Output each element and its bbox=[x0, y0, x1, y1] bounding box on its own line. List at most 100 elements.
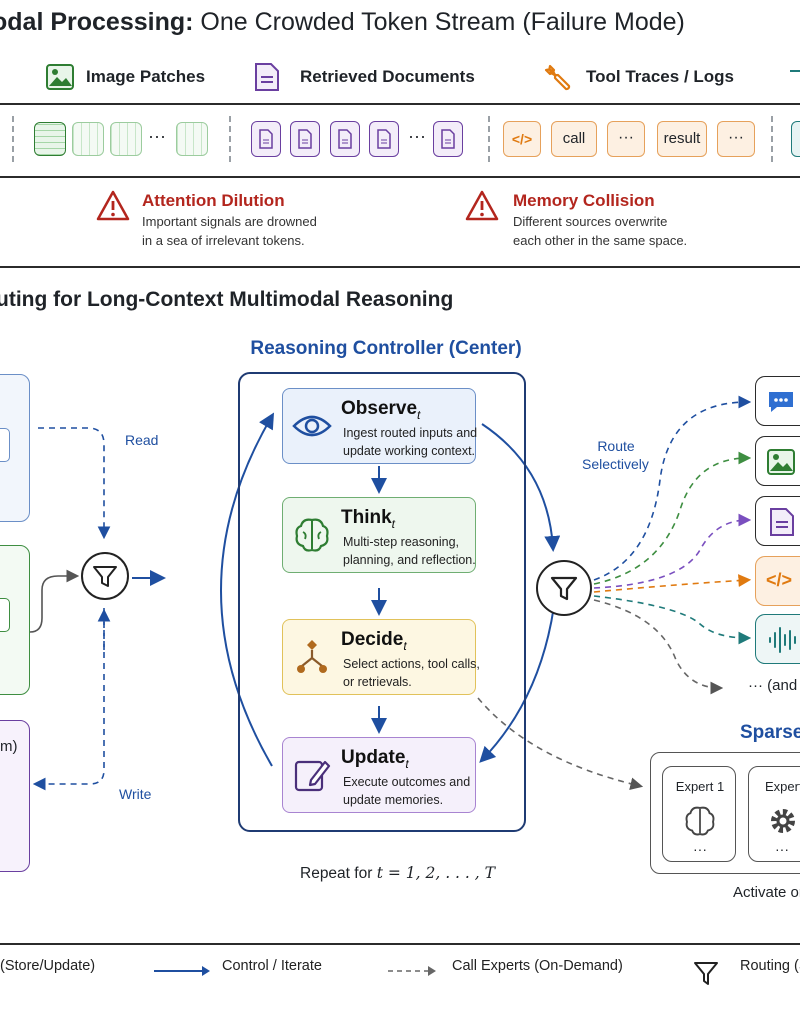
route-label: Route bbox=[597, 438, 635, 454]
image-patch-token bbox=[176, 122, 208, 156]
step-desc: Multi-step reasoning, planning, and refle… bbox=[343, 533, 476, 569]
step-decide: Decidet Select actions, tool calls,or re… bbox=[282, 619, 480, 695]
filter-node-right bbox=[536, 560, 592, 616]
warning-icon bbox=[96, 190, 130, 227]
result-token: result bbox=[657, 121, 707, 157]
step-desc-line: Ingest routed inputs and bbox=[343, 426, 478, 440]
image-icon bbox=[767, 449, 795, 480]
image-patch-token bbox=[34, 122, 66, 156]
image-icon bbox=[46, 64, 74, 90]
code-icon: </> bbox=[503, 121, 541, 157]
legend-retrieved-docs-label: Retrieved Documents bbox=[300, 67, 475, 86]
step-name-text: Observe bbox=[341, 398, 418, 419]
filter-icon bbox=[693, 960, 719, 991]
controller-title: Reasoning Controller (Center) bbox=[250, 338, 522, 359]
step-desc-line: update working context. bbox=[343, 444, 476, 458]
legend-audio-partial bbox=[790, 70, 800, 72]
page-title: odal Processing: One Crowded Token Strea… bbox=[0, 8, 685, 37]
eye-icon bbox=[291, 403, 333, 449]
memory-slot bbox=[0, 428, 10, 462]
filter-icon bbox=[550, 576, 578, 601]
brain-icon bbox=[291, 512, 333, 558]
step-update: Updatet Execute outcomes and update memor… bbox=[282, 737, 476, 813]
solid-arrow-icon bbox=[152, 963, 212, 984]
legend-image-patches: Image Patches bbox=[46, 62, 205, 92]
memory-partial-text: m) bbox=[0, 738, 18, 755]
step-think: Thinkt Multi-step reasoning, planning, an… bbox=[282, 497, 476, 573]
modality-card-image bbox=[755, 436, 800, 486]
document-icon bbox=[769, 507, 795, 542]
document-token bbox=[330, 121, 360, 157]
warning-icon bbox=[465, 190, 499, 227]
repeat-label: Repeat for t = 1, 2, . . . , T bbox=[300, 864, 495, 883]
ellipsis-token: ··· bbox=[607, 121, 645, 157]
token-stream: ··· ··· </> call ··· result ··· bbox=[0, 104, 800, 176]
step-name-text: Decide bbox=[341, 629, 404, 650]
step-desc-line: planning, and reflection. bbox=[343, 553, 476, 567]
failure-desc-line: Different sources overwrite bbox=[513, 214, 668, 229]
step-observe: Observet Ingest routed inputs and update … bbox=[282, 388, 478, 464]
token-separator bbox=[771, 116, 773, 162]
step-subscript: t bbox=[417, 407, 421, 422]
step-desc: Execute outcomes and update memories. bbox=[343, 773, 470, 809]
read-label: Read bbox=[125, 432, 159, 448]
modality-card-audio bbox=[755, 614, 800, 664]
legend-tool-traces: Tool Traces / Logs bbox=[544, 62, 734, 92]
brain-icon bbox=[679, 801, 721, 846]
token-separator bbox=[488, 116, 490, 162]
document-token bbox=[251, 121, 281, 157]
legend-call-experts: Call Experts (On-Demand) bbox=[452, 958, 623, 974]
filter-node-left bbox=[81, 552, 129, 600]
modality-card-chat bbox=[755, 376, 800, 426]
legend-store-update: (Store/Update) bbox=[0, 958, 96, 974]
document-token bbox=[290, 121, 320, 157]
section-title: uting for Long-Context Multimodal Reason… bbox=[0, 288, 454, 311]
code-icon: </> bbox=[766, 570, 793, 590]
step-desc-line: Multi-step reasoning, bbox=[343, 535, 460, 549]
expert-card-2: Expert ··· bbox=[748, 766, 800, 862]
repeat-prefix: Repeat for bbox=[300, 865, 377, 882]
failure-desc-line: Important signals are drowned bbox=[142, 214, 317, 229]
activate-label: Activate or bbox=[733, 884, 800, 901]
step-name-text: Update bbox=[341, 747, 406, 768]
wrench-icon bbox=[544, 62, 574, 92]
divider-top bbox=[0, 103, 800, 105]
more-modalities-label: ··· (and bbox=[748, 677, 798, 694]
failure-desc-line: each other in the same space. bbox=[513, 233, 688, 248]
sparse-experts-title: Sparse bbox=[740, 722, 800, 743]
step-name: Thinkt bbox=[341, 507, 395, 531]
step-subscript: t bbox=[403, 638, 407, 653]
divider-mid bbox=[0, 176, 800, 178]
page-title-bold: odal Processing: bbox=[0, 8, 194, 36]
legend-image-patches-label: Image Patches bbox=[86, 67, 206, 86]
failure-desc: Different sources overwrite each other i… bbox=[513, 212, 687, 250]
step-name: Updatet bbox=[341, 747, 409, 771]
step-subscript: t bbox=[391, 516, 396, 531]
modality-card-code: </> bbox=[755, 556, 800, 606]
step-name: Decidet bbox=[341, 629, 407, 653]
write-label: Write bbox=[119, 786, 152, 802]
dashed-arrow-icon bbox=[386, 963, 438, 984]
step-subscript: t bbox=[405, 756, 409, 771]
edit-icon bbox=[291, 752, 333, 798]
failure-title: Memory Collision bbox=[513, 191, 655, 210]
ellipsis: ··· bbox=[408, 126, 426, 146]
legend-retrieved-docs: Retrieved Documents bbox=[254, 62, 475, 92]
token-separator bbox=[229, 116, 231, 162]
divider-bottom bbox=[0, 943, 800, 945]
step-desc-line: Execute outcomes and bbox=[343, 775, 471, 789]
expert-card-1: Expert 1 ··· bbox=[662, 766, 736, 862]
audio-wave-icon bbox=[766, 623, 800, 662]
step-name-text: Think bbox=[341, 507, 392, 528]
expert-label: Expert bbox=[765, 779, 800, 794]
step-desc-line: Select actions, tool calls, bbox=[343, 657, 480, 671]
route-label: Selectively bbox=[582, 456, 649, 472]
image-patch-token bbox=[72, 122, 104, 156]
memory-slot bbox=[0, 598, 10, 632]
ellipsis-token: ··· bbox=[717, 121, 755, 157]
step-desc-line: update memories. bbox=[343, 793, 444, 807]
chat-icon bbox=[767, 389, 795, 420]
expert-label: Expert 1 bbox=[675, 779, 725, 794]
controller-box bbox=[238, 372, 526, 832]
